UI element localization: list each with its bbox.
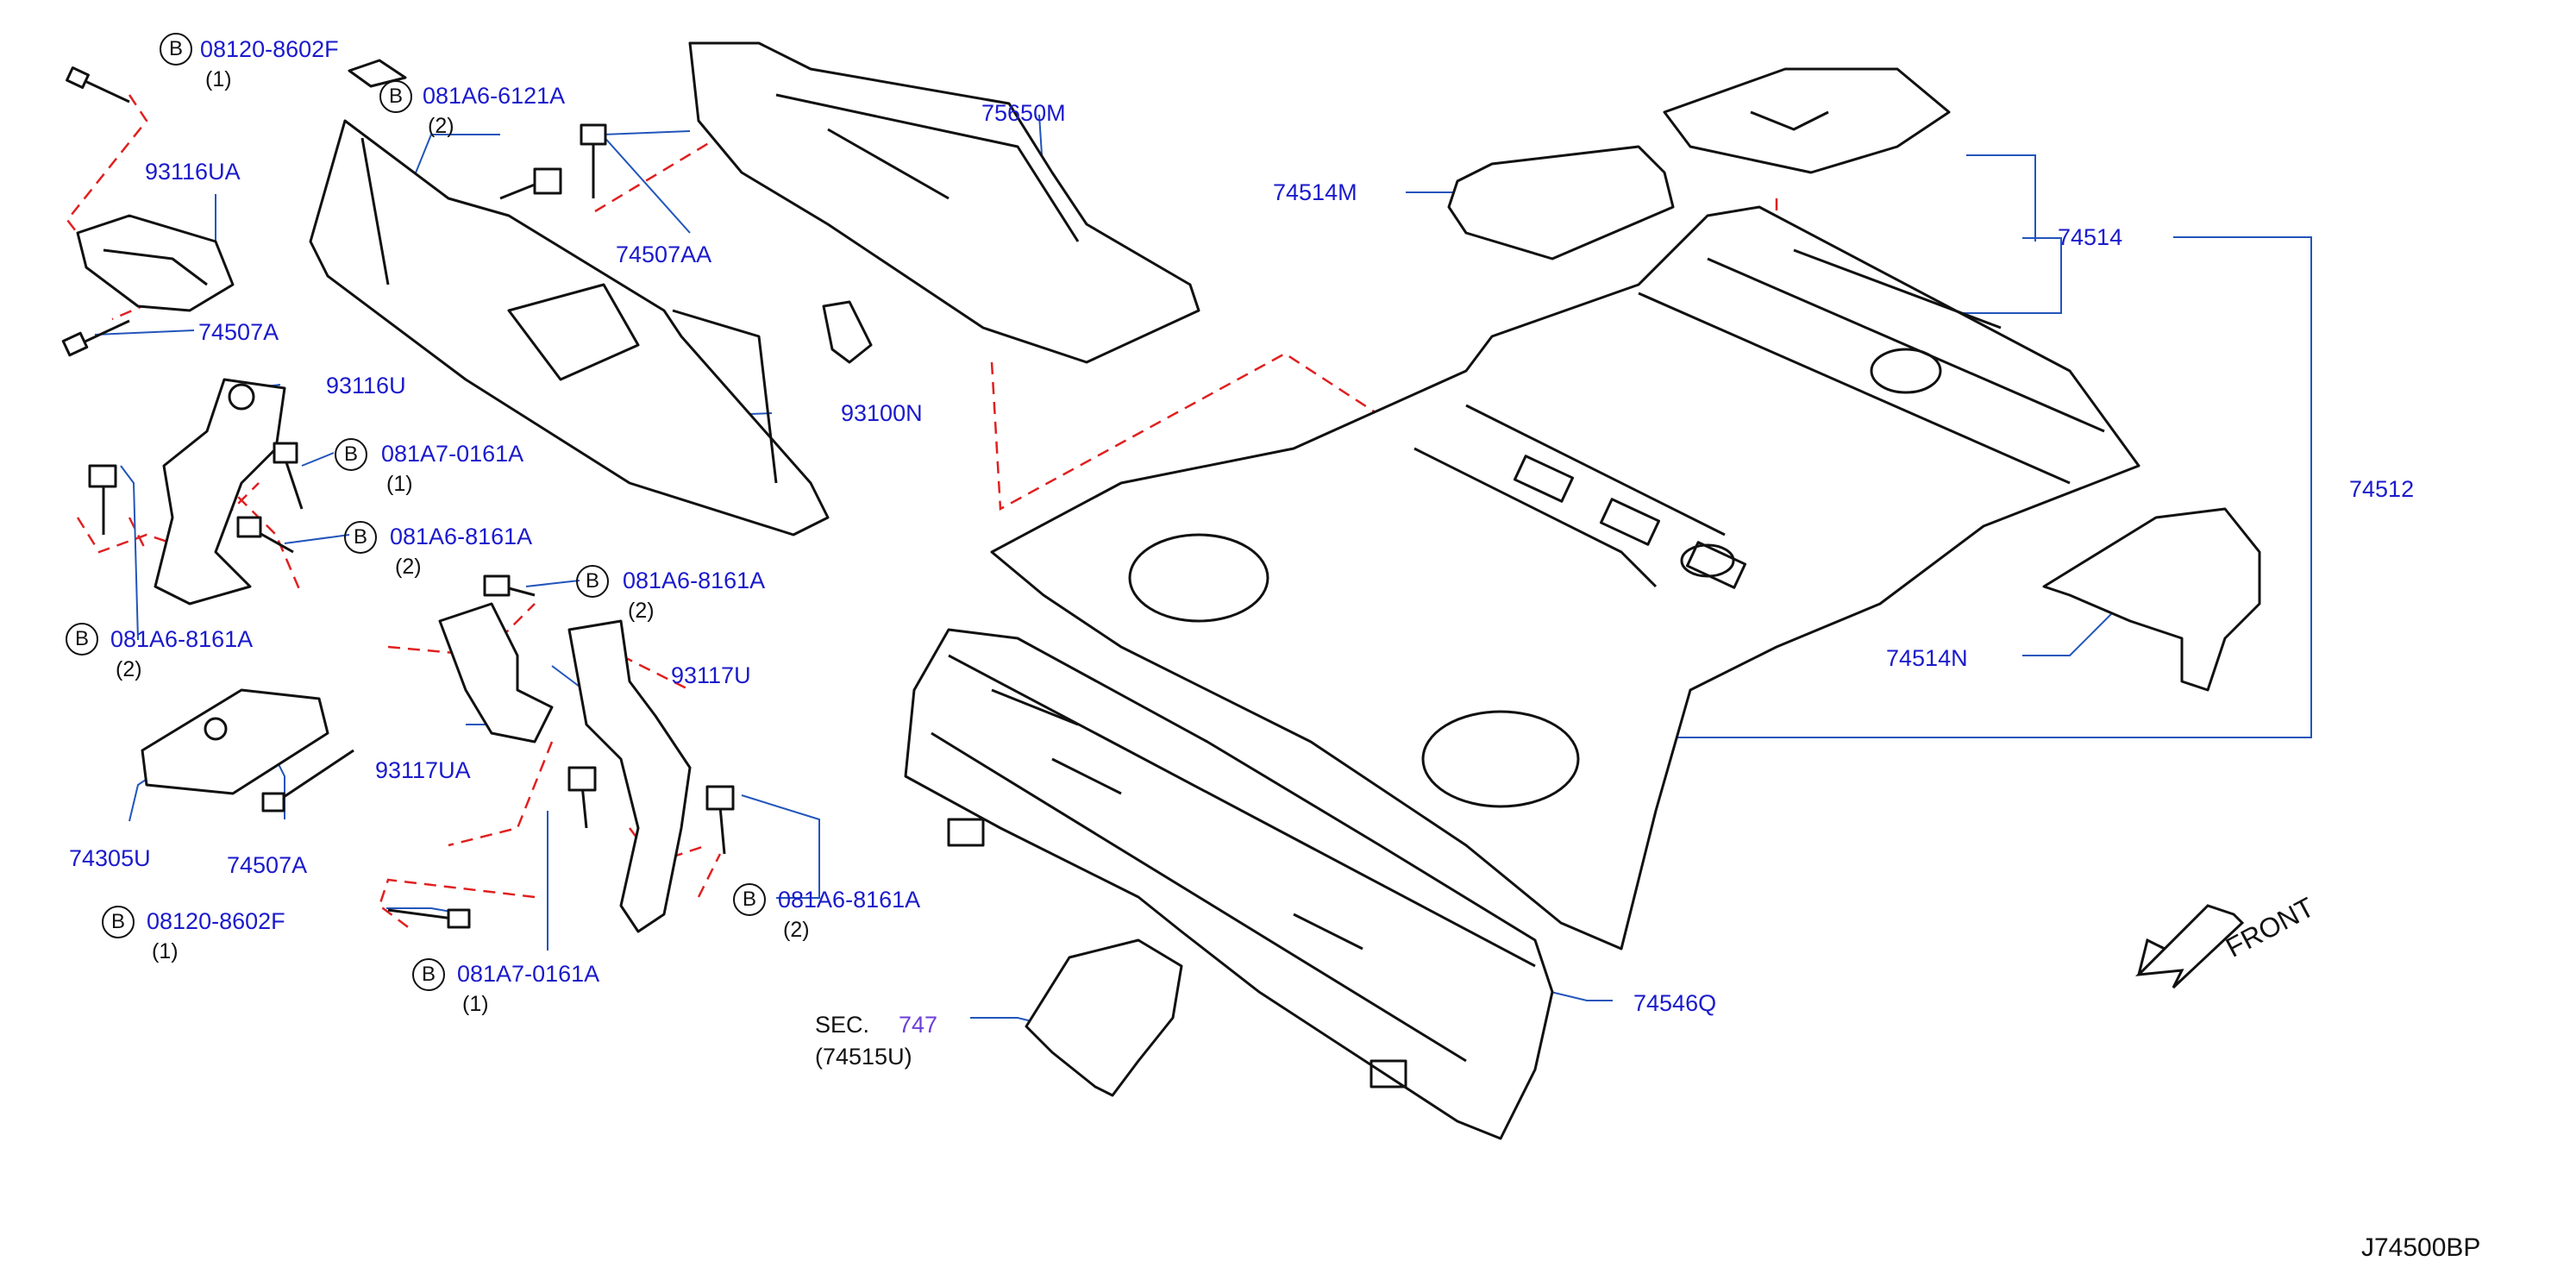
part-label-74507A-bottom: 74507A <box>227 852 308 878</box>
bolt-callout-qty: (1) <box>152 939 179 963</box>
bolt-callout-qty: (2) <box>395 555 422 579</box>
bolt-marker: B <box>66 623 98 656</box>
bolt-callout-code: 081A7-0161A <box>457 961 600 987</box>
diagram-code: J74500BP <box>2361 1233 2481 1262</box>
bolt-part-12 <box>580 123 607 198</box>
part-label-93116UA: 93116UA <box>145 159 241 185</box>
bracket-93116UA <box>76 214 235 312</box>
part-label-74507AA: 74507AA <box>616 242 712 267</box>
bolt-callout-qty: (1) <box>462 992 489 1016</box>
part-label-93116U: 93116U <box>326 373 406 398</box>
bolt-part-6 <box>261 749 354 813</box>
part-label-74507A-top: 74507A <box>198 319 279 345</box>
part-label-74514: 74514 <box>2058 224 2123 250</box>
bolt-marker: B <box>335 438 367 471</box>
bolt-callout-qty: (2) <box>628 599 655 623</box>
part-label-74546Q: 74546Q <box>1633 990 1717 1016</box>
bolt-marker: B <box>102 906 135 938</box>
section-747-part <box>1025 938 1183 1097</box>
part-label-74305U: 74305U <box>69 845 151 871</box>
bolt-part-9 <box>567 766 597 829</box>
part-label-93117UA: 93117UA <box>375 757 471 783</box>
part-label-93100N: 93100N <box>841 400 923 426</box>
bolt-part-10 <box>705 785 735 855</box>
bolt-marker: B <box>160 33 192 66</box>
bracket-93117UA <box>438 602 554 744</box>
part-label-74514N: 74514N <box>1886 645 1968 671</box>
bolt-part-5 <box>88 464 117 535</box>
floor-panel-74512 <box>990 205 2140 951</box>
bolt-callout-qty: (1) <box>386 472 413 496</box>
panel-74514-top <box>1663 67 1951 174</box>
part-label-74514M: 74514M <box>1273 179 1357 205</box>
bolt-marker: B <box>412 958 445 991</box>
leader-lines <box>94 114 2312 1027</box>
bolt-callout-code: 08120-8602F <box>147 908 285 934</box>
front-arrow-icon <box>2134 904 2245 989</box>
bolt-callout-code: 081A6-8161A <box>623 568 766 593</box>
bolt-callout-qty: (2) <box>783 918 810 942</box>
plate-74305U <box>141 688 329 795</box>
bolt-marker: B <box>576 565 609 598</box>
bolt-marker: B <box>379 80 412 113</box>
bracket-74514N <box>2042 507 2261 692</box>
bolt-part-8 <box>483 574 536 597</box>
bolt-part-7 <box>387 908 471 929</box>
part-label-93117U: 93117U <box>671 662 751 688</box>
bolt-part-4 <box>236 516 294 554</box>
bolt-part-11 <box>499 167 562 200</box>
bolt-callout-code: 081A6-8161A <box>778 887 921 913</box>
bolt-callout-code: 081A6-8161A <box>110 626 254 652</box>
part-label-74512: 74512 <box>2349 476 2415 502</box>
panel-74514M <box>1447 145 1675 260</box>
bolt-callout-qty: (2) <box>116 657 142 681</box>
bolt-part-3 <box>273 442 304 510</box>
crossmember-93100N <box>309 119 830 536</box>
bolt-callout-code: 081A6-8161A <box>390 524 533 549</box>
part-label-75650M: 75650M <box>981 100 1066 126</box>
bolt-callout-qty: (1) <box>205 67 232 91</box>
parts-line-art <box>61 41 2261 1140</box>
section-ref-prefix: SEC. <box>815 1012 870 1038</box>
bolt-callout-code: 081A6-6121A <box>423 83 566 109</box>
bolt-callout-code: 08120-8602F <box>200 36 339 62</box>
bolt-part-1 <box>66 66 130 104</box>
clip-part <box>822 300 873 364</box>
section-ref-sub: (74515U) <box>815 1044 912 1070</box>
bolt-marker: B <box>733 883 766 916</box>
bolt-part-2 <box>61 319 130 357</box>
small-bracket <box>348 59 407 88</box>
bolt-callout-code: 081A7-0161A <box>381 441 524 467</box>
crossmember-75650M <box>688 41 1200 364</box>
bracket-93116U <box>154 378 286 605</box>
bolt-callout-qty: (2) <box>428 114 454 138</box>
section-ref-number[interactable]: 747 <box>899 1012 938 1038</box>
bracket-93117U <box>567 619 692 933</box>
bolt-marker: B <box>344 521 377 554</box>
rear-panel-74546Q <box>904 628 1554 1140</box>
